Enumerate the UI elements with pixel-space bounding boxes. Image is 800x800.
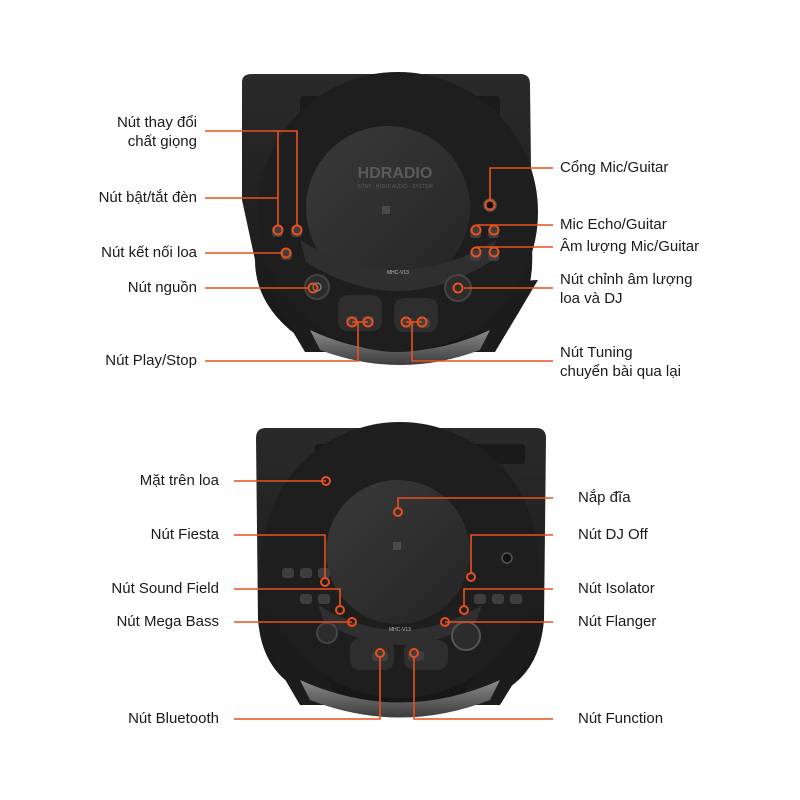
label-voice-change: Nút thay đổi chất giọng (116, 114, 197, 150)
bottom-btn-l2[interactable] (300, 568, 312, 578)
bottom-btn-r1[interactable] (474, 594, 486, 604)
dot-power (307, 282, 319, 294)
callout-disc-lid (397, 497, 553, 508)
top-lower-arc (300, 240, 496, 291)
dot-sound-field (335, 605, 345, 615)
dot-mega-bass (347, 617, 357, 627)
label-flanger: Nút Flanger (578, 613, 657, 630)
dot-tune-2 (416, 316, 428, 328)
bottom-mic-jack[interactable] (501, 552, 513, 564)
label-disc-lid: Nắp đĩa (578, 489, 631, 506)
mic-echo-btn-1[interactable] (470, 227, 481, 238)
mic-echo-btn-2[interactable] (488, 227, 499, 238)
bottom-btn-l4[interactable] (300, 594, 312, 604)
dot-mic-port (484, 199, 496, 211)
tuning-group-pad (394, 298, 438, 332)
callout-dj-off (470, 534, 553, 573)
top-hd-logo-sub: SONY · HOME AUDIO · SYSTEM (357, 184, 432, 190)
callout-mic-port (489, 167, 553, 200)
top-speaker-unit: HOME AUDIO SYSTEM MHC-V13 HDRADIO SONY ·… (242, 72, 538, 365)
dot-mic-echo-1 (470, 224, 482, 236)
dot-function (409, 648, 419, 658)
bottom-speaker-unit: HOME AUDIO SYSTEM MHC-V13 MHC-V13 (256, 422, 546, 718)
callout-tuning (406, 321, 553, 362)
top-right-leg (455, 280, 538, 352)
callout-sound-field (234, 588, 341, 606)
dot-play-1 (346, 316, 358, 328)
label-speaker-link: Nút kết nối loa (101, 244, 197, 261)
dot-flanger (440, 617, 450, 627)
dot-bluetooth (375, 648, 385, 658)
dot-mic-vol-2 (488, 246, 500, 258)
label-fiesta: Nút Fiesta (150, 526, 219, 543)
bottom-lower-arc (318, 605, 482, 645)
top-model-text: MHC-V13 (387, 270, 409, 276)
bottom-btn-l3[interactable] (318, 568, 330, 578)
dot-mic-echo-2 (488, 224, 500, 236)
label-function: Nút Function (578, 710, 664, 727)
dot-tune-1 (400, 316, 412, 328)
bottom-tune-pad (404, 640, 448, 670)
dot-volume-dj (452, 282, 464, 294)
top-left-leg (262, 280, 345, 352)
dot-speaker-top (321, 476, 331, 486)
bottom-volume-knob[interactable] (451, 621, 481, 651)
label-bluetooth: Nút Bluetooth (128, 710, 219, 727)
callout-fiesta (234, 534, 326, 578)
top-cd-mark (382, 206, 390, 214)
bottom-btn-r2[interactable] (492, 594, 504, 604)
label-sound-field: Nút Sound Field (111, 580, 219, 597)
bottom-model-text: MHC-V13 (389, 627, 411, 633)
label-mega-bass: Nút Mega Bass (116, 613, 219, 630)
callout-isolator (463, 588, 553, 606)
bottom-btn-r3[interactable] (510, 594, 522, 604)
top-hd-logo: HDRADIO (358, 165, 433, 182)
dot-dj-off (466, 572, 476, 582)
label-mic-volume: Âm lượng Mic/Guitar (560, 238, 700, 255)
dot-speaker-link (280, 247, 292, 259)
bottom-power-knob[interactable] (316, 622, 338, 644)
callout-function (413, 657, 553, 720)
callout-lines (205, 130, 553, 720)
label-light-toggle: Nút bật/tắt đèn (98, 189, 197, 206)
label-tuning: Nút Tuning chuyển bài qua lại (560, 344, 681, 380)
play-group-pad (338, 295, 382, 331)
label-play-stop: Nút Play/Stop (105, 352, 197, 369)
bottom-right-leg (455, 640, 540, 705)
label-speaker-top: Mặt trên loa (139, 472, 219, 489)
bottom-cd-mark (393, 542, 401, 550)
bottom-btn-l1[interactable] (282, 568, 294, 578)
bottom-btn-l5[interactable] (318, 594, 330, 604)
label-dj-off: Nút DJ Off (578, 526, 648, 543)
label-mic-echo: Mic Echo/Guitar (560, 216, 667, 233)
label-volume-dj: Nút chỉnh âm lượng loa và DJ (560, 271, 693, 307)
bottom-disc-lid (326, 480, 470, 624)
dot-voice-1 (272, 224, 284, 236)
label-power: Nút nguồn (127, 279, 197, 296)
callout-dots (272, 199, 500, 658)
dot-mic-vol-1 (470, 246, 482, 258)
dot-voice-2 (291, 224, 303, 236)
bottom-left-leg (262, 640, 345, 705)
bottom-base (300, 680, 500, 718)
label-mic-guitar-port: Cổng Mic/Guitar (560, 159, 669, 176)
label-isolator: Nút Isolator (578, 580, 655, 597)
top-base (310, 330, 490, 365)
callout-play-stop (205, 321, 368, 362)
dot-fiesta (320, 577, 330, 587)
callout-bluetooth (234, 657, 381, 720)
dot-disc-lid (393, 507, 403, 517)
callout-voice-change (205, 130, 298, 225)
dot-isolator (459, 605, 469, 615)
dot-play-2 (362, 316, 374, 328)
